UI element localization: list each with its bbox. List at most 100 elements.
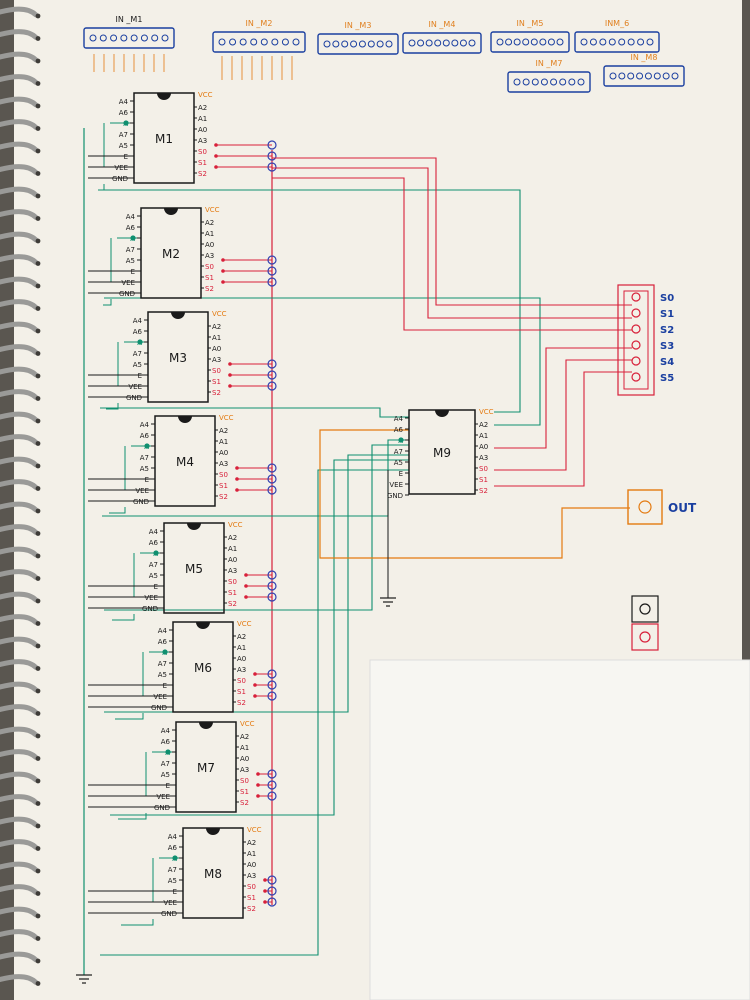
pin-left-A4: A4 [126,213,136,221]
pin-right-A1: A1 [205,230,214,238]
punch-hole [35,553,41,559]
select-s4 [494,359,632,471]
bus-junction [267,680,277,690]
socket-pin [110,34,118,42]
pin-left-E: E [138,372,142,380]
socket-pin [341,40,349,48]
bus-junction [267,780,277,790]
pin-left-E: E [145,476,149,484]
pin-right-A0: A0 [198,126,207,134]
bus-junction [267,151,277,161]
chip-notch [157,93,171,100]
output-m1 [98,189,521,413]
spiral-ring [0,479,39,490]
chip-notch [187,523,201,530]
pin-left-VEE: VEE [121,279,135,287]
punch-hole [35,621,41,626]
pin-right-A3: A3 [237,666,246,674]
spiral-ring [0,254,39,265]
spiral-ring [0,344,39,355]
power-box-black [631,595,659,623]
select-dot [256,783,260,787]
pin-left-GND: GND [112,175,128,183]
pin-right-S1: S1 [219,482,228,490]
output-m5 [104,444,409,611]
pin-left-VEE: VEE [135,487,149,495]
chip-name-m5: M5 [185,562,203,576]
pin-left-A4: A4 [161,727,171,735]
bus-junction [267,581,277,591]
select-dot [221,258,225,262]
wire-out [106,403,119,410]
socket-pin [99,34,107,42]
pin-vcc: VCC [198,91,213,99]
spiral-ring [0,569,39,580]
bus-junction [267,140,277,150]
socket-pin [434,39,442,47]
pin-right-S0: S0 [228,578,237,586]
output-socket [627,489,663,525]
pin-right-A1: A1 [240,744,249,752]
header-label-h7: IN _M7 [536,59,563,68]
pin-left-A7: A7 [149,561,158,569]
punch-hole [35,441,41,446]
punch-hole [35,823,41,829]
socket-pin [530,38,538,46]
chip-name-m4: M4 [176,455,194,469]
header-label-h1: IN _M1 [116,15,143,24]
punch-hole [35,733,41,739]
pin-left-A7: A7 [140,454,149,462]
connector-outline [617,284,655,396]
spiral-ring [0,704,39,715]
pin-right-A2: A2 [228,534,237,542]
bus-junction [267,359,277,369]
punch-hole [35,193,41,199]
punch-hole [35,328,41,334]
pin-vcc: VCC [247,826,262,834]
spiral-ring [0,951,39,963]
pin-right-S1: S1 [479,476,488,484]
pin-left-A6: A6 [161,738,171,746]
pin-left-GND: GND [133,498,149,506]
punch-hole [35,958,41,964]
pin-left-E: E [154,583,158,591]
pin-right-A2: A2 [205,219,214,227]
pin-right-A3: A3 [198,137,207,145]
select-dot [214,143,218,147]
bus-junction [267,669,277,679]
pin-right-S0: S0 [198,148,207,156]
punch-hole [35,486,41,491]
pin-a-dot [144,443,150,449]
socket-pin [559,78,567,86]
select-s1 [272,167,632,319]
pin-left-GND: GND [126,394,142,402]
select-dot [228,373,232,377]
punch-hole [35,846,41,851]
socket-pin [239,38,247,46]
spiral-ring [0,186,39,198]
socket-pin [332,40,340,48]
spiral-ring [0,96,39,108]
output-m8 [100,469,409,956]
socket-pin [539,38,547,46]
pin-right-S1: S1 [212,378,221,386]
pin-left-A5: A5 [168,877,177,885]
socket-pin [218,38,226,46]
header-socket-h3 [317,33,399,55]
header-socket-h6 [574,31,660,53]
punch-hole [35,103,41,109]
pin-left-A5: A5 [161,771,170,779]
connector-pin [631,356,641,366]
chip-notch [435,410,449,417]
punch-hole [35,576,41,581]
socket-pin [505,38,513,46]
pin-left-VEE: VEE [389,481,403,489]
pin-right-S2: S2 [479,487,488,495]
overlapping-sheet [369,659,750,1000]
bus-junction [267,875,277,885]
spiral-ring [0,974,39,985]
bus-junction [267,463,277,473]
spiral-ring [0,839,39,850]
socket-pin [627,72,635,80]
